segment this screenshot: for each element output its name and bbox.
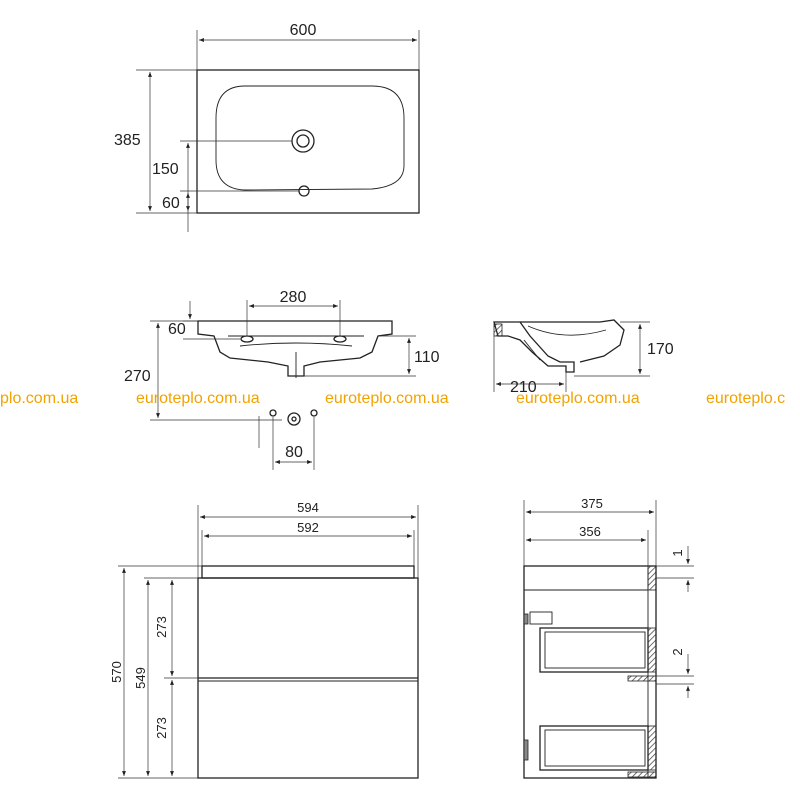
mid-rail bbox=[627, 675, 657, 682]
slide-bracket bbox=[529, 611, 553, 625]
drawer-upper-hatch bbox=[647, 627, 657, 673]
tap-hole-left bbox=[240, 335, 254, 343]
watermark-1: plo.com.ua bbox=[0, 390, 78, 407]
tap-hole bbox=[298, 185, 310, 197]
dim-drawer-upper-273: 273 bbox=[154, 616, 169, 638]
dim-width-600: 600 bbox=[290, 22, 317, 39]
dim-tap-60: 60 bbox=[162, 195, 180, 212]
cabinet-front: 594 592 570 549 273 273 bbox=[109, 500, 419, 779]
dim-depth-210: 210 bbox=[510, 379, 537, 396]
front-section: 280 60 270 110 80 bbox=[124, 289, 440, 470]
dim-depth-110: 110 bbox=[414, 349, 440, 366]
side-section: 170 210 bbox=[493, 319, 674, 396]
cabinet-side: 375 356 1 2 bbox=[523, 496, 694, 779]
dim-depth-385: 385 bbox=[114, 132, 141, 149]
dim-drawer-lower-273: 273 bbox=[154, 717, 169, 739]
dim-height-270: 270 bbox=[124, 368, 151, 385]
dim-outer-width-594: 594 bbox=[297, 500, 319, 515]
watermark-3: euroteplo.com.ua bbox=[325, 390, 449, 407]
outlet-left bbox=[269, 409, 277, 417]
outlet-center bbox=[287, 412, 301, 426]
drawer-lower-box bbox=[539, 725, 649, 771]
watermark-4: euroteplo.com.ua bbox=[516, 390, 640, 407]
dim-gap-2: 2 bbox=[670, 648, 685, 655]
outlet-right bbox=[310, 409, 318, 417]
dim-outer-depth-375: 375 bbox=[581, 496, 603, 511]
dim-spacing-280: 280 bbox=[280, 289, 307, 306]
dim-body-549: 549 bbox=[133, 667, 148, 689]
top-view: 600 385 150 60 bbox=[114, 22, 420, 232]
dim-rim-60: 60 bbox=[168, 321, 186, 338]
bowl-outline-top bbox=[215, 85, 405, 191]
watermark-5: euroteplo.c bbox=[706, 390, 785, 407]
tap-hole-right bbox=[333, 335, 347, 343]
drawer-lower-hatch bbox=[647, 725, 657, 771]
dim-spacing-80: 80 bbox=[285, 444, 303, 461]
dim-height-570: 570 bbox=[109, 661, 124, 683]
drain-inner bbox=[296, 134, 310, 148]
basin-profile-side bbox=[493, 321, 575, 373]
basin-outline-top bbox=[196, 69, 420, 214]
dim-height-170: 170 bbox=[647, 341, 674, 358]
dim-inner-depth-356: 356 bbox=[579, 524, 601, 539]
side-wall-hatch bbox=[493, 323, 503, 337]
bottom-rail bbox=[627, 771, 657, 778]
drain-outer bbox=[291, 129, 315, 153]
cabinet-top-panel bbox=[201, 565, 415, 579]
drawer-upper-box bbox=[539, 627, 649, 673]
basin-profile-front bbox=[197, 320, 393, 377]
dim-gap-1: 1 bbox=[670, 549, 685, 556]
top-edge-hatch bbox=[647, 565, 657, 591]
watermark-2: euroteplo.com.ua bbox=[136, 390, 260, 407]
dim-drain-150: 150 bbox=[152, 161, 179, 178]
dim-inner-width-592: 592 bbox=[297, 520, 319, 535]
watermark-row: plo.com.ua euroteplo.com.ua euroteplo.co… bbox=[0, 390, 785, 407]
